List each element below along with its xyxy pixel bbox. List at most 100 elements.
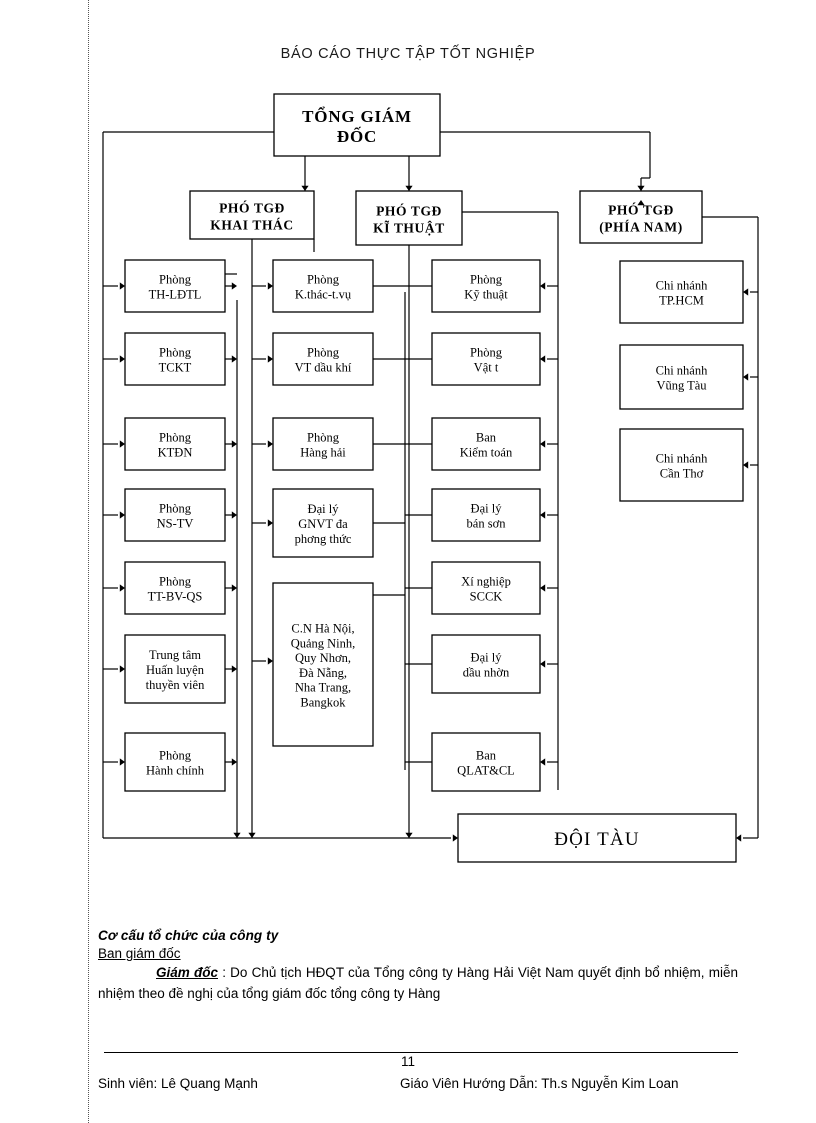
node-label: Phòng — [307, 431, 340, 445]
node-label: Ban — [476, 749, 497, 763]
arrow-head — [637, 185, 645, 191]
footer-rule — [104, 1052, 738, 1053]
node-label: GNVT đa — [298, 517, 348, 531]
arrow-head — [637, 200, 645, 206]
arrow-head — [231, 440, 237, 448]
body-paragraph-rest: : Do Chủ tịch HĐQT của Tổng công ty Hàng… — [98, 965, 739, 1001]
node-label: PHÓ TGĐ — [608, 202, 674, 217]
page-header-title: BÁO CÁO THỰC TẬP TỐT NGHIỆP — [280, 46, 536, 62]
arrow-head — [231, 355, 237, 363]
arrow-head — [231, 511, 237, 519]
node-label: Nha Trang, — [295, 681, 351, 695]
node-label: Phòng — [470, 346, 503, 360]
node-label: Vũng Tàu — [656, 378, 707, 392]
arrow-head — [119, 355, 125, 363]
node-label: Huấn luyện — [146, 663, 205, 677]
arrow-head — [540, 355, 546, 363]
node-label: Phòng — [159, 431, 192, 445]
arrow-head — [231, 665, 237, 673]
node-label: Đại lý — [471, 651, 503, 665]
node-label: (PHÍA NAM) — [599, 219, 683, 234]
node-label: Phòng — [159, 346, 192, 360]
node-label: Phòng — [159, 749, 192, 763]
node-label: SCCK — [470, 589, 503, 603]
node-label: NS-TV — [157, 516, 194, 530]
node-label: KTĐN — [158, 445, 193, 459]
body-heading: Cơ cấu tổ chức của công ty — [98, 928, 279, 943]
arrow-head — [267, 657, 273, 665]
arrow-head — [231, 584, 237, 592]
node-label: Phòng — [159, 273, 192, 287]
arrow-head — [743, 373, 749, 381]
arrow-head — [233, 832, 241, 838]
node-label: TCKT — [159, 360, 192, 374]
node-label: KHAI THÁC — [210, 217, 294, 232]
arrow-head — [736, 834, 742, 842]
footer-advisor: Giáo Viên Hướng Dẫn: Th.s Nguyễn Kim Loa… — [400, 1076, 679, 1091]
node-label: Chi nhánh — [656, 279, 708, 293]
node-label: K.thác-t.vụ — [295, 287, 352, 301]
arrow-head — [540, 440, 546, 448]
node-label: Chi nhánh — [656, 364, 708, 378]
body-text-block: Cơ cấu tổ chức của công ty Ban giám đốc … — [98, 928, 738, 1004]
arrow-head — [119, 584, 125, 592]
node-label: ĐỐC — [337, 126, 377, 146]
node-label: TỔNG GIÁM — [302, 106, 412, 126]
node-label: bán sơn — [467, 516, 507, 530]
page-border-left — [88, 0, 89, 1123]
node-label: Vật t — [474, 360, 499, 374]
node-vp-exploit: PHÓ TGĐ KHAI THÁC — [189, 190, 315, 240]
arrow-head — [231, 282, 237, 290]
node-label: TP.HCM — [659, 293, 704, 307]
arrow-head — [301, 185, 309, 191]
body-subheading: Ban giám đốc — [98, 946, 181, 961]
node-col2-4: C.N Hà Nội,Quảng Ninh,Quy Nhơn,Đà Nẵng,N… — [272, 582, 374, 747]
arrow-head — [540, 511, 546, 519]
node-label: Phòng — [307, 273, 340, 287]
arrow-head — [743, 461, 749, 469]
arrow-head — [452, 834, 458, 842]
node-label: PHÓ TGĐ — [219, 200, 285, 215]
node-label: Kiểm toán — [460, 445, 513, 459]
node-label: dầu nhờn — [463, 665, 510, 679]
node-label: TH-LĐTL — [149, 287, 202, 301]
arrow-head — [267, 440, 273, 448]
arrow-head — [119, 665, 125, 673]
node-label: VT dầu khí — [295, 360, 352, 374]
arrow-head — [540, 282, 546, 290]
arrow-head — [267, 282, 273, 290]
page-number: 11 — [400, 1054, 415, 1069]
node-label: phơng thức — [295, 532, 352, 546]
arrow-head — [119, 282, 125, 290]
node-label: Đại lý — [471, 502, 503, 516]
node-label: Xí nghiệp — [461, 575, 511, 589]
node-label: C.N Hà Nội, — [291, 622, 354, 636]
node-label: KĨ THUẬT — [373, 220, 445, 235]
arrow-head — [540, 758, 546, 766]
node-label: Ban — [476, 431, 497, 445]
node-label: TT-BV-QS — [148, 589, 203, 603]
node-label: Kỹ thuật — [464, 287, 508, 301]
node-label: Quảng Ninh, — [291, 636, 356, 650]
